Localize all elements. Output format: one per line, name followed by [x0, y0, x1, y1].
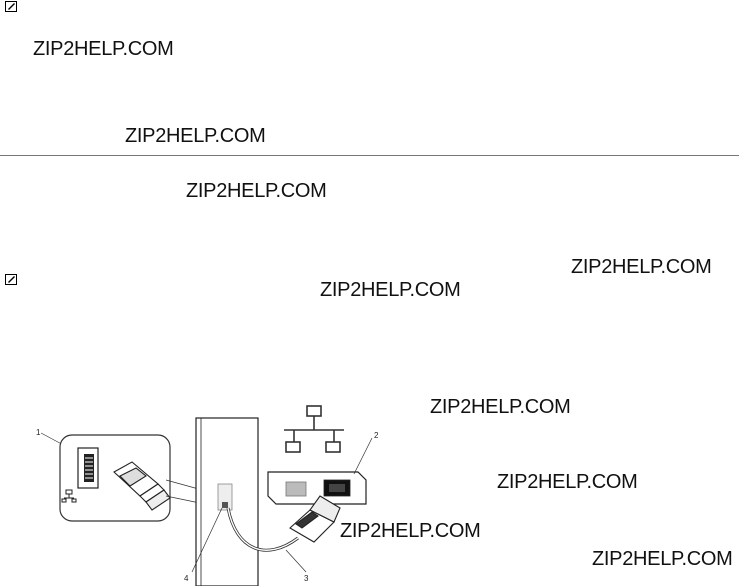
watermark-text: ZIP2HELP.COM: [125, 125, 266, 147]
note-pencil-icon: [5, 1, 17, 12]
callout-3: 3: [304, 574, 309, 583]
cable-plug: [289, 495, 341, 543]
watermark-text: ZIP2HELP.COM: [430, 396, 571, 418]
callout-1: 1: [36, 428, 41, 437]
watermark-text: ZIP2HELP.COM: [592, 548, 733, 570]
callout-2: 2: [374, 431, 379, 440]
network-device: [267, 471, 367, 505]
network-topology-icon: [284, 405, 344, 453]
watermark-text: ZIP2HELP.COM: [571, 256, 712, 278]
watermark-text: ZIP2HELP.COM: [33, 38, 174, 60]
watermark-text: ZIP2HELP.COM: [340, 520, 481, 542]
note-pencil-icon: [5, 274, 17, 285]
inset-connector-detail: [59, 434, 171, 522]
watermark-text: ZIP2HELP.COM: [186, 180, 327, 202]
watermark-text: ZIP2HELP.COM: [320, 279, 461, 301]
network-cable-diagram: 1: [36, 405, 379, 586]
callout-4: 4: [184, 574, 189, 583]
computer-tower: [195, 417, 259, 586]
watermark-text: ZIP2HELP.COM: [497, 471, 638, 493]
section-divider: [0, 155, 739, 156]
